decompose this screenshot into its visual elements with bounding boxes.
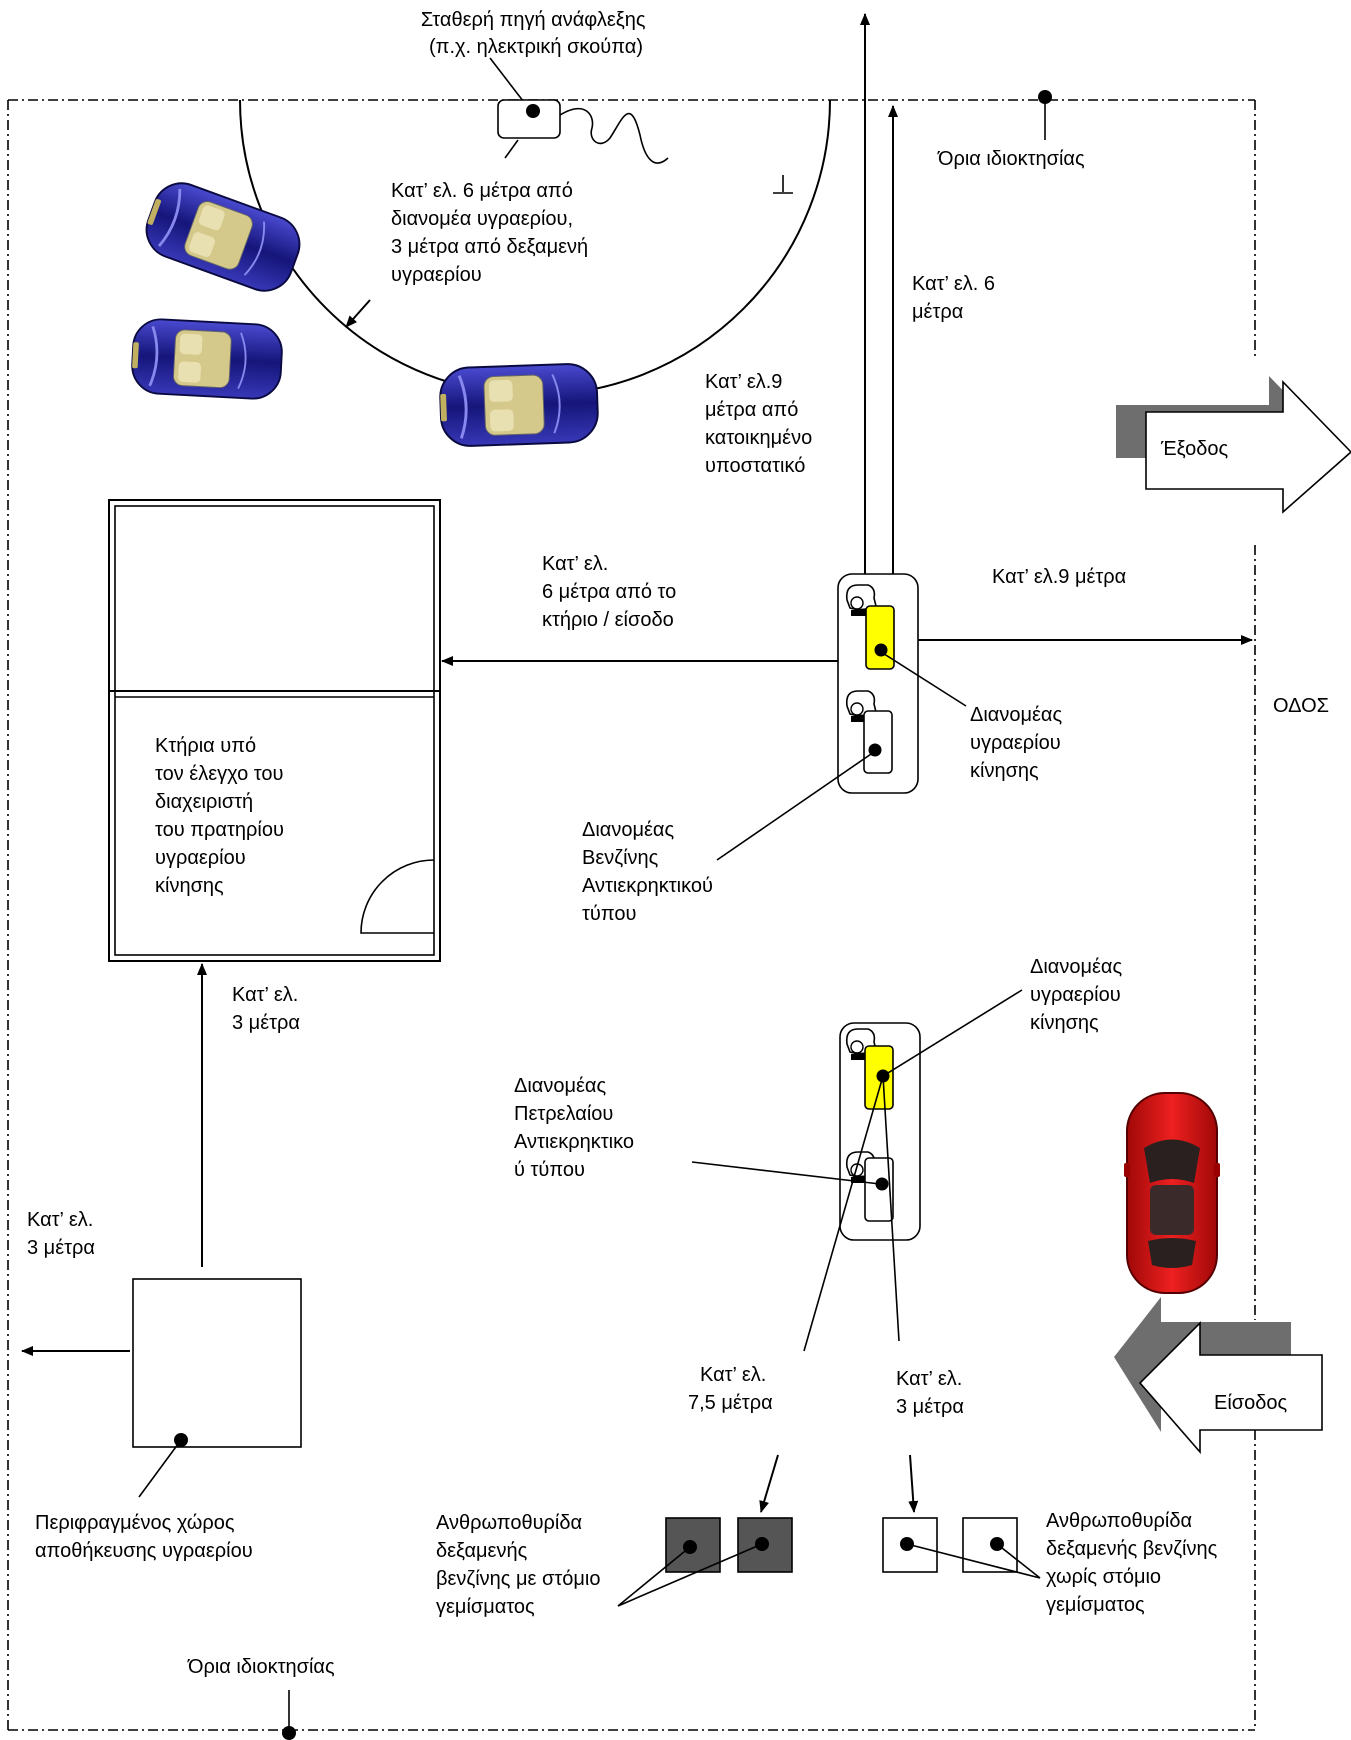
petrol-dispenser (863, 710, 893, 774)
manhole-without-fill-1 (882, 1517, 938, 1573)
exit-label: Έξοδος (1160, 438, 1228, 460)
label-distance-9m-residence: Κατ’ ελ.9 μέτρα από κατοικημένο υποστατι… (705, 371, 818, 477)
leader-manhole-empty-2 (996, 1543, 1041, 1579)
petrol-dispenser-label: Διανομέας Βενζίνης Αντιεκρηκτικού τύπου (582, 819, 718, 925)
ignition-source-box (497, 99, 561, 139)
arrow-to-arc (345, 299, 371, 328)
ignition-source-stub (504, 139, 519, 159)
label-distance-6m-3m: Κατ’ ελ. 6 μέτρα από διανομέα υγραερίου,… (391, 180, 594, 286)
leader-diesel-dispenser (691, 1161, 881, 1185)
manhole-with-fill-label: Ανθρωποθυρίδα δεξαμενής βενζίνης με στόμ… (436, 1512, 606, 1618)
ignition-source-label: Σταθερή πηγή ανάφλεξης (π.χ. ηλεκτρική σ… (421, 9, 651, 58)
leader-lpg-dispenser-1 (880, 651, 967, 707)
blue-car-3 (437, 361, 601, 449)
property-limits-top-label: Όρια ιδιοκτησίας (937, 148, 1085, 170)
leader-manhole-fill-1 (617, 1546, 691, 1607)
lpg-storage-enclosure (132, 1278, 302, 1448)
line-3m-manhole (882, 1075, 900, 1342)
lpg-dispenser-1-label: Διανομέας υγραερίου κίνησης (970, 704, 1068, 782)
label-distance-7-5m: Κατ’ ελ. 7,5 μέτρα (688, 1364, 773, 1414)
property-limits-top-dot (1038, 90, 1052, 104)
buildings-label: Κτήρια υπό τον έλεγχο του διαχειριστή το… (155, 735, 289, 897)
arrow-to-manhole-filled (759, 1454, 779, 1513)
building-door (360, 859, 435, 934)
diesel-dispenser-label: Διανομέας Πετρελαίου Αντιεκρηκτικο ύ τύπ… (514, 1075, 640, 1181)
blue-car-1 (137, 173, 309, 301)
dispenser-island-1 (837, 573, 919, 794)
blue-car-2 (129, 316, 285, 402)
station-building (108, 499, 441, 962)
arrow-to-manhole-empty (908, 1454, 919, 1513)
manhole-without-fill-2 (962, 1517, 1018, 1573)
label-distance-6m-building: Κατ’ ελ. 6 μέτρα από το κτήριο / είσοδο (542, 553, 682, 631)
lpg-dispenser-1 (865, 605, 895, 670)
label-distance-3m-building: Κατ’ ελ. 3 μέτρα (232, 984, 304, 1034)
lpg-storage-label: Περιφραγμένος χώρος αποθήκευσης υγραερίο… (35, 1512, 253, 1562)
property-limits-bottom-dot (282, 1726, 296, 1740)
leader-petrol-dispenser (716, 751, 875, 861)
leader-manhole-empty-1 (906, 1543, 1041, 1579)
dispenser-island-2 (839, 1022, 921, 1241)
entrance-label: Είσοδος (1214, 1392, 1288, 1414)
road-label: ΟΔΟΣ (1273, 695, 1329, 717)
line-7-5m (803, 1075, 884, 1352)
perpendicular-mark (773, 175, 793, 194)
lpg-dispenser-2-label: Διανομέας υγραερίου κίνησης (1030, 956, 1128, 1034)
leader-manhole-fill-2 (617, 1543, 763, 1607)
ignition-source-dot (526, 104, 540, 118)
property-limits-bottom-label: Όρια ιδιοκτησίας (187, 1656, 335, 1678)
property-boundary (7, 99, 1256, 1731)
leader-lpg-dispenser-2 (882, 989, 1023, 1077)
label-distance-3m-boundary: Κατ’ ελ. 3 μέτρα (27, 1209, 99, 1259)
label-distance-6m: Κατ’ ελ. 6 μέτρα (912, 273, 1001, 323)
ignition-source-cable (559, 108, 669, 164)
entrance-arrow: Είσοδος (1114, 1297, 1323, 1455)
red-car (1124, 1092, 1220, 1294)
lpg-storage-leader (138, 1439, 182, 1498)
label-distance-3m-manhole: Κατ’ ελ. 3 μέτρα (896, 1368, 968, 1418)
manhole-without-fill-label: Ανθρωποθυρίδα δεξαμενής βενζίνης χωρίς σ… (1046, 1510, 1223, 1616)
exit-arrow: Έξοδος (1116, 376, 1351, 514)
label-distance-9m-road: Κατ’ ελ.9 μέτρα (992, 566, 1126, 588)
